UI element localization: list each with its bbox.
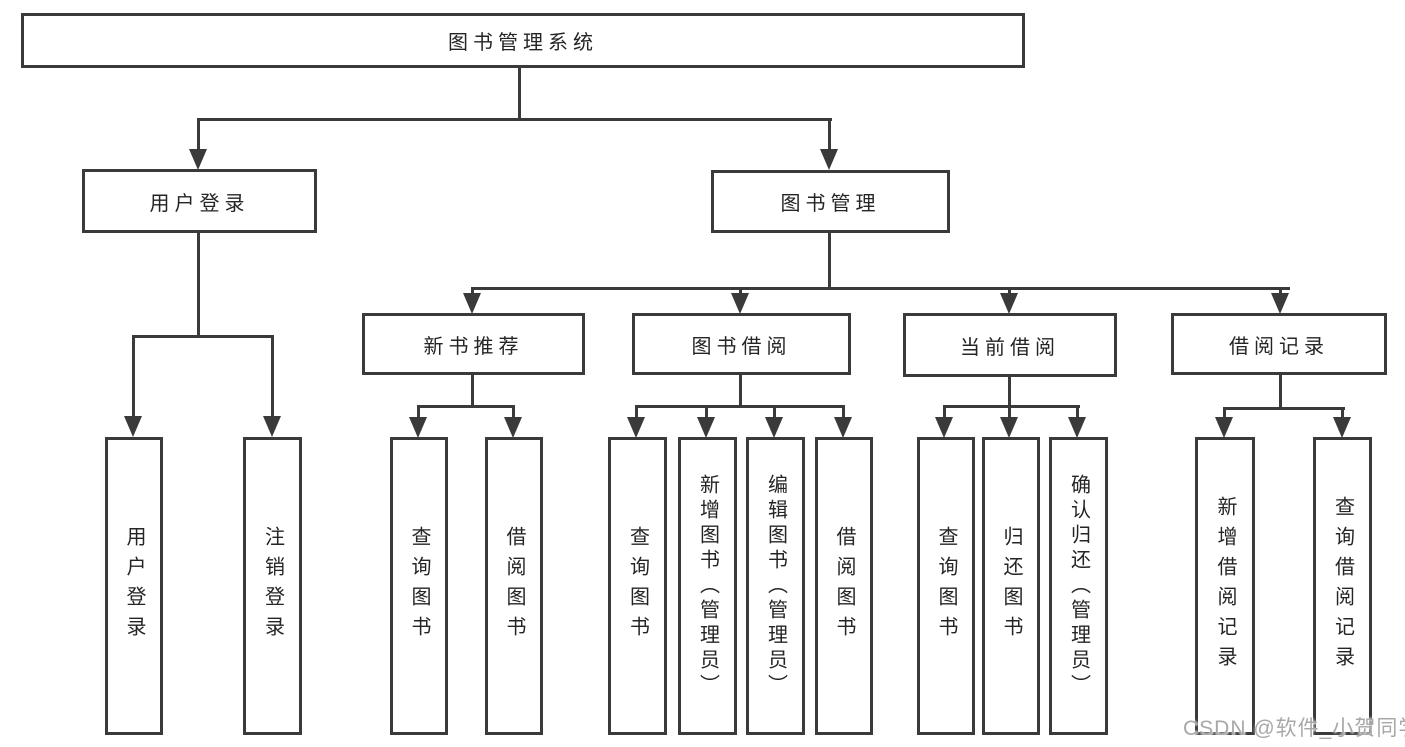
- arrowhead-to-borrow-query: [627, 417, 645, 438]
- leaf-label: 查询图书: [408, 526, 430, 646]
- leaf-label: 新增图书（管理员）: [696, 473, 719, 699]
- leaf-records-query-record: 查询借阅记录: [1313, 437, 1372, 735]
- arrowhead-to-records-add: [1215, 417, 1233, 438]
- leaf-label: 查询图书: [626, 526, 649, 646]
- leaf-current-query-books: 查询图书: [917, 437, 975, 735]
- connector-root-stem: [518, 68, 521, 118]
- connector-shaft: [512, 405, 515, 418]
- leaf-label: 归还图书: [1000, 526, 1022, 646]
- arrowhead-to-borrowing-records: [1271, 293, 1289, 314]
- node-borrowing-records: 借阅记录: [1171, 313, 1387, 375]
- connector-shaft: [1076, 405, 1079, 418]
- connector-newbook-stem: [471, 375, 474, 405]
- arrowhead-to-new-book: [463, 293, 481, 314]
- leaf-borrow-add-books-admin: 新增图书（管理员）: [678, 437, 737, 735]
- node-label: 图书管理: [780, 193, 881, 215]
- node-label: 图书借阅: [691, 335, 792, 358]
- leaf-label: 用户登录: [123, 526, 145, 646]
- connector-shaft: [1341, 407, 1344, 418]
- node-user-login: 用户登录: [82, 169, 317, 233]
- arrowhead-to-current-return: [1000, 417, 1018, 438]
- connector-borrow-stem: [739, 375, 742, 405]
- leaf-borrow-borrow-books: 借阅图书: [815, 437, 873, 735]
- connector-newbook-branch: [417, 405, 515, 408]
- connector-mgmt-branch: [471, 287, 1290, 290]
- arrowhead-to-current-query: [935, 417, 953, 438]
- leaf-label: 借阅图书: [503, 526, 525, 646]
- connector-shaft: [271, 335, 274, 417]
- connector-shaft: [132, 335, 135, 417]
- node-current-borrowing: 当前借阅: [903, 313, 1117, 377]
- csdn-watermark: CSDN @软件_小贺同学: [1183, 717, 1405, 740]
- arrowhead-to-current-confirm: [1068, 417, 1086, 438]
- connector-shaft: [471, 287, 474, 295]
- connector-shaft: [705, 405, 708, 418]
- connector-root-branch: [197, 118, 832, 121]
- connector-shaft: [1279, 287, 1282, 295]
- connector-mgmt-stem: [828, 233, 831, 287]
- connector-shaft: [943, 405, 946, 418]
- leaf-label: 查询图书: [935, 526, 957, 646]
- node-new-book-recommend: 新书推荐: [362, 313, 585, 375]
- leaf-label: 借阅图书: [833, 526, 855, 646]
- leaf-current-return-books: 归还图书: [982, 437, 1040, 735]
- connector-shaft: [773, 405, 776, 418]
- arrowhead-to-records-query: [1333, 417, 1351, 438]
- node-book-management: 图书管理: [711, 170, 950, 233]
- connector-shaft: [1008, 287, 1011, 295]
- leaf-label: 新增借阅记录: [1214, 496, 1236, 676]
- node-book-borrowing: 图书借阅: [632, 313, 851, 375]
- connector-user-stem: [197, 233, 200, 335]
- leaf-borrow-edit-books-admin: 编辑图书（管理员）: [746, 437, 805, 735]
- node-label: 新书推荐: [423, 335, 524, 358]
- leaf-label: 编辑图书（管理员）: [764, 473, 787, 699]
- arrowhead-to-newbook-query: [409, 417, 427, 438]
- arrowhead-to-borrow-borrow: [834, 417, 852, 438]
- arrowhead-to-user-login-leaf: [124, 416, 142, 437]
- arrowhead-to-logout-leaf: [263, 416, 281, 437]
- connector-records-branch: [1223, 407, 1345, 410]
- connector-current-branch: [943, 405, 1080, 408]
- leaf-logout: 注销登录: [243, 437, 302, 735]
- node-root-library-system: 图书管理系统: [21, 13, 1025, 68]
- connector-shaft: [635, 405, 638, 418]
- leaf-records-add-record: 新增借阅记录: [1195, 437, 1255, 735]
- arrowhead-to-newbook-borrow: [504, 417, 522, 438]
- node-label: 用户登录: [149, 192, 250, 215]
- connector-current-stem: [1008, 377, 1011, 405]
- connector-shaft: [197, 118, 200, 150]
- leaf-label: 查询借阅记录: [1331, 496, 1354, 676]
- node-label: 当前借阅: [960, 336, 1060, 359]
- arrowhead-to-user-login: [189, 149, 207, 170]
- connector-shaft: [1008, 405, 1011, 418]
- leaf-user-login: 用户登录: [105, 437, 163, 735]
- connector-shaft: [739, 287, 742, 295]
- connector-shaft: [417, 405, 420, 418]
- arrowhead-to-borrow-edit: [765, 417, 783, 438]
- connector-shaft: [828, 118, 831, 150]
- arrowhead-to-book-management: [820, 149, 838, 170]
- connector-records-stem: [1279, 375, 1282, 407]
- connector-shaft: [1223, 407, 1226, 418]
- connector-user-branch: [132, 335, 274, 338]
- connector-borrow-branch: [635, 405, 845, 408]
- leaf-current-confirm-return-admin: 确认归还（管理员）: [1049, 437, 1108, 735]
- node-label: 借阅记录: [1229, 335, 1329, 358]
- leaf-newbook-query-books: 查询图书: [390, 437, 448, 735]
- leaf-newbook-borrow-books: 借阅图书: [485, 437, 543, 735]
- leaf-label: 确认归还（管理员）: [1067, 473, 1090, 699]
- arrowhead-to-book-borrowing: [731, 293, 749, 314]
- leaf-borrow-query-books: 查询图书: [608, 437, 667, 735]
- arrowhead-to-borrow-add: [697, 417, 715, 438]
- node-label: 图书管理系统: [448, 32, 598, 54]
- leaf-label: 注销登录: [261, 526, 284, 646]
- connector-shaft: [842, 405, 845, 418]
- arrowhead-to-current-borrowing: [1000, 293, 1018, 314]
